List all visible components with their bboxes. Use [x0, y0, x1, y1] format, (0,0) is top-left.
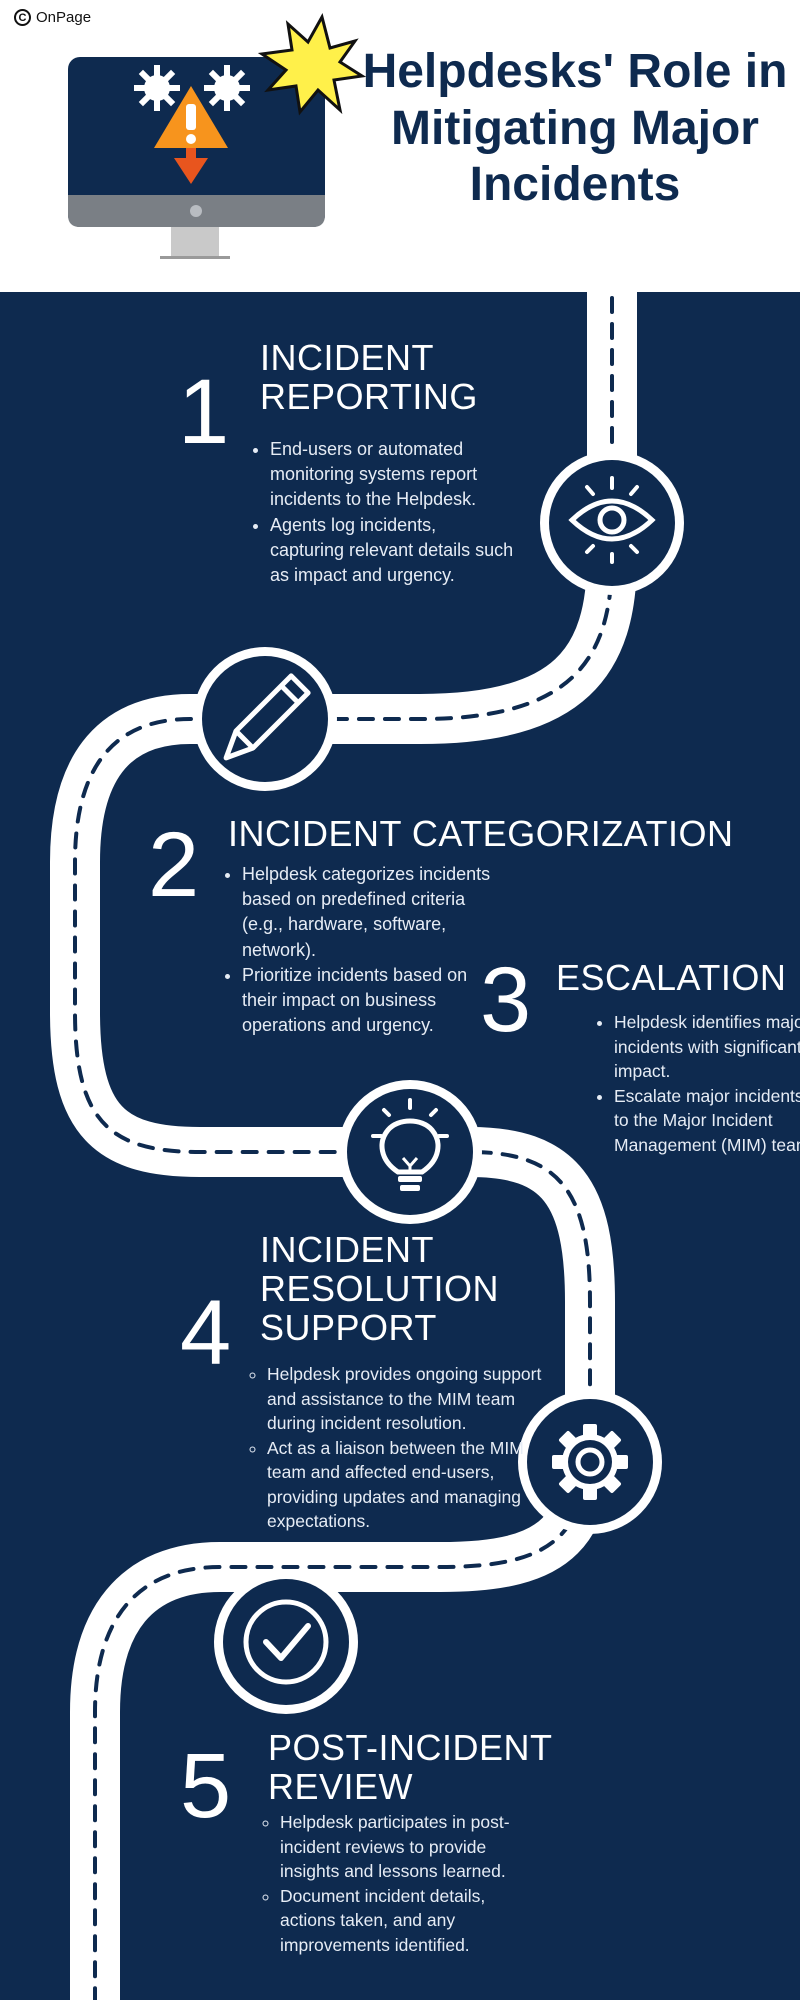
list-item: Act as a liaison between the MIM team an…: [267, 1436, 542, 1534]
step-4-number: 4: [180, 1282, 232, 1384]
eye-icon: [540, 451, 684, 595]
brand-logo: C OnPage: [14, 9, 91, 26]
list-item: Document incident details, actions taken…: [280, 1884, 542, 1958]
list-item: Prioritize incidents based on their impa…: [242, 963, 504, 1039]
checkmark-icon: [214, 1570, 358, 1714]
road-path: [50, 292, 684, 2000]
list-item: Escalate major incidents to the Major In…: [614, 1084, 800, 1158]
step-1-title: INCIDENT REPORTING: [260, 337, 478, 417]
lightbulb-icon: [338, 1080, 482, 1224]
step-5-number: 5: [180, 1735, 232, 1837]
step-4-title: INCIDENT RESOLUTION SUPPORT: [260, 1229, 500, 1348]
steps-panel: 1 INCIDENT REPORTING End-users or automa…: [0, 292, 800, 2000]
monitor-warning-icon: [68, 57, 325, 259]
list-item: Agents log incidents, capturing relevant…: [270, 513, 515, 589]
step-2-title: INCIDENT CATEGORIZATION: [228, 813, 734, 854]
list-item: Helpdesk provides ongoing support and as…: [267, 1362, 542, 1436]
step-2-bullets: Helpdesk categorizes incidents based on …: [220, 862, 504, 1038]
list-item: End-users or automated monitoring system…: [270, 437, 515, 513]
brand-name: OnPage: [36, 9, 92, 26]
step-3-title: ESCALATION: [556, 957, 787, 998]
step-4-bullets: Helpdesk provides ongoing support and as…: [245, 1362, 542, 1534]
list-item: Helpdesk identifies major incidents with…: [614, 1010, 800, 1084]
gear-icon: [518, 1390, 662, 1534]
step-1-bullets: End-users or automated monitoring system…: [248, 437, 515, 588]
step-3-number: 3: [480, 949, 532, 1051]
step-5-title: POST-INCIDENT REVIEW: [268, 1727, 553, 1807]
step-3-bullets: Helpdesk identifies major incidents with…: [592, 1010, 800, 1157]
copyright-icon: C: [14, 9, 31, 26]
step-2-number: 2: [148, 814, 200, 916]
header-illustration: [68, 13, 367, 259]
starburst-icon: [257, 13, 367, 116]
list-item: Helpdesk participates in post-incident r…: [280, 1810, 542, 1884]
list-item: Helpdesk categorizes incidents based on …: [242, 862, 504, 963]
step-5-bullets: Helpdesk participates in post-incident r…: [258, 1810, 542, 1957]
road-center-line: [73, 292, 614, 2000]
pencil-icon: [193, 647, 337, 791]
step-1-number: 1: [178, 361, 230, 463]
page-title: Helpdesks' Role in Mitigating Major Inci…: [362, 45, 788, 212]
